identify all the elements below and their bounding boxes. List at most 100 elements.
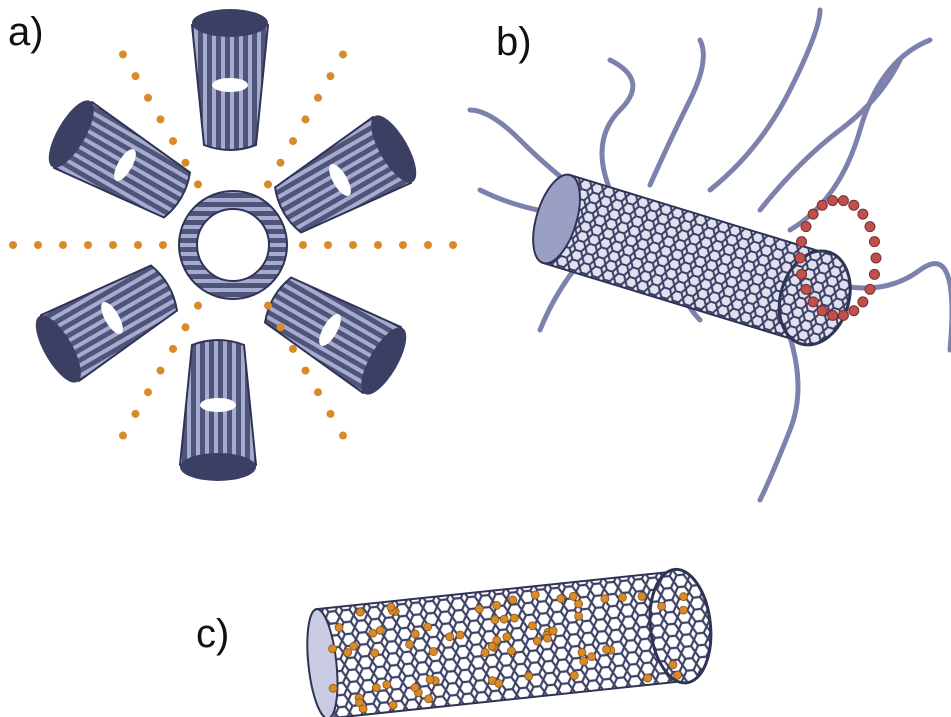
dopant-atom <box>456 631 464 639</box>
dopant-atom <box>493 636 501 644</box>
dopant-atom <box>601 595 609 603</box>
atom <box>182 159 190 167</box>
carboxyl-atom <box>801 222 811 232</box>
dopant-atom <box>569 592 577 600</box>
dopant-atom <box>580 657 588 665</box>
dopant-atom <box>344 648 352 656</box>
nanotube-b <box>523 167 861 354</box>
carboxyl-atom <box>828 310 838 320</box>
dopant-atom <box>359 705 367 713</box>
atom <box>9 241 17 249</box>
dopant-atom <box>619 593 627 601</box>
dopant-atom <box>658 602 666 610</box>
atom <box>277 159 285 167</box>
dopant-atom <box>603 645 611 653</box>
dopant-atom <box>491 616 499 624</box>
carboxyl-atom <box>808 209 818 219</box>
cone-bottom <box>180 340 256 481</box>
dopant-atom <box>383 681 391 689</box>
atom <box>132 410 140 418</box>
atom <box>277 323 285 331</box>
carboxyl-atom <box>865 284 875 294</box>
dopant-atom <box>446 633 454 641</box>
dopant-atom <box>475 605 483 613</box>
carboxyl-atom <box>869 269 879 279</box>
dopant-atom <box>509 596 517 604</box>
atom <box>264 302 272 310</box>
dopant-atom <box>543 634 551 642</box>
atom <box>84 241 92 249</box>
carboxyl-atom <box>838 310 848 320</box>
atom <box>194 302 202 310</box>
atom <box>157 115 165 123</box>
dopant-atom <box>389 701 397 709</box>
atom <box>424 241 432 249</box>
atom <box>289 137 297 145</box>
dopant-atom <box>406 640 414 648</box>
dopant-atom <box>528 622 536 630</box>
atom <box>119 50 127 58</box>
carboxyl-atom <box>849 306 859 316</box>
atom <box>169 137 177 145</box>
atom <box>144 388 152 396</box>
panel-a-nanotube-cluster <box>0 0 470 500</box>
atom <box>169 345 177 353</box>
atom <box>327 72 335 80</box>
dopant-atom <box>557 595 565 603</box>
panel-c-doped-nanotube <box>300 545 730 717</box>
carboxyl-atom <box>828 196 838 206</box>
polymer-chain <box>650 40 703 185</box>
carboxyl-atom <box>817 306 827 316</box>
dopant-atom <box>376 626 384 634</box>
carboxyl-atom <box>808 297 818 307</box>
dopant-atom <box>510 614 518 622</box>
atom <box>299 241 307 249</box>
atom <box>324 241 332 249</box>
dopant-atom <box>335 624 343 632</box>
dopant-atom <box>493 601 501 609</box>
dopant-atom <box>411 684 419 692</box>
dopant-atom <box>673 671 681 679</box>
dopant-atom <box>588 653 596 661</box>
dopant-atom <box>495 679 503 687</box>
dopant-atom <box>387 603 395 611</box>
carboxyl-atom <box>858 209 868 219</box>
dopant-atom <box>669 661 677 669</box>
dopant-atom <box>644 674 652 682</box>
carboxyl-atom <box>801 284 811 294</box>
dopant-atom <box>680 593 688 601</box>
cone-lower-right <box>255 265 415 401</box>
dopant-atom <box>424 623 432 631</box>
carboxyl-atom <box>838 196 848 206</box>
polymer-chain <box>790 40 930 230</box>
cone-top <box>192 9 268 150</box>
dopant-atom <box>507 647 515 655</box>
carboxyl-atom <box>865 222 875 232</box>
cone-upper-left <box>40 94 200 230</box>
atom <box>159 241 167 249</box>
dopant-atom <box>425 695 433 703</box>
dopant-atom <box>525 672 533 680</box>
carboxyl-atom <box>869 237 879 247</box>
carboxyl-atom <box>797 269 807 279</box>
atom <box>289 345 297 353</box>
atom <box>134 241 142 249</box>
atom <box>59 241 67 249</box>
carboxyl-atom <box>849 200 859 210</box>
dopant-atom <box>371 649 379 657</box>
carboxyl-atom <box>797 237 807 247</box>
dopant-atom <box>356 608 364 616</box>
dopant-atom <box>503 633 511 641</box>
dopant-atom <box>426 676 434 684</box>
atom <box>339 50 347 58</box>
dopant-atom <box>531 591 539 599</box>
atom <box>327 410 335 418</box>
atom <box>182 323 190 331</box>
dopant-atom <box>575 612 583 620</box>
polymer-chain <box>602 60 633 190</box>
atom <box>119 432 127 440</box>
dopant-atom <box>500 615 508 623</box>
central-ring <box>179 191 287 299</box>
atom <box>374 241 382 249</box>
panel-b-functionalized-nanotube <box>460 0 951 520</box>
